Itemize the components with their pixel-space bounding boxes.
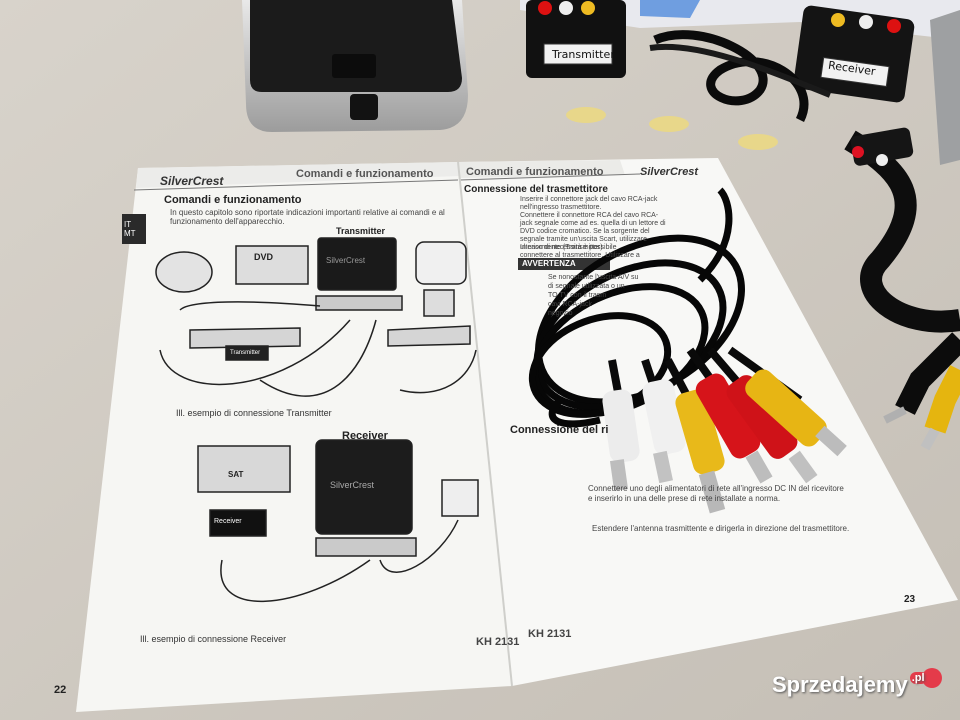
rca-plugs (602, 346, 847, 514)
receiver-title: Receiver (342, 430, 388, 442)
watermark-name: Sprzedajemy (772, 672, 908, 697)
dvd-label: DVD (254, 252, 274, 262)
left-intro: In questo capitolo sono riportate indica… (170, 208, 445, 226)
diagram-transmitter-box: Transmitter (230, 350, 261, 356)
warning-line-1: Se nonostante l'uscita A/V su (548, 274, 639, 281)
warning-line-4: cavi RCA-jack (548, 301, 592, 308)
warning-line-5: negozio (548, 310, 573, 317)
caption-receiver: Ill. esempio di connessione Receiver (140, 634, 287, 644)
right-bullet-1: Inserire il connettore jack del cavo RCA… (520, 196, 658, 211)
right-page-number: 23 (904, 594, 916, 605)
right-header: Comandi e funzionamento (466, 166, 604, 178)
right-bullet-5: Estendere l'antenna trasmittente e dirig… (592, 524, 850, 533)
connection-diagram-receiver (197, 439, 479, 602)
transmitter-title: Transmitter (336, 226, 386, 236)
receiver-device-brand: SilverCrest (330, 480, 375, 490)
left-page-number: 22 (54, 684, 67, 696)
left-header: Comandi e funzionamento (296, 168, 434, 180)
right-bullet-3: In caso di necessità è possibile connett… (520, 244, 640, 267)
transmitter-device-brand: SilverCrest (326, 256, 366, 265)
left-section-title: Comandi e funzionamento (164, 194, 302, 206)
transmitter-adapter-label: Transmitter (552, 48, 615, 61)
right-section2-title: Connessione del ri (510, 424, 609, 436)
right-bullet-2: Connettere il connettore RCA del cavo RC… (520, 212, 666, 251)
scart-receiver (793, 5, 915, 103)
watermark-suffix: .pl (909, 672, 927, 684)
watermark-badge (922, 668, 942, 688)
dock-station (242, 0, 468, 132)
left-footer-model: KH 2131 (476, 636, 520, 648)
left-brand: SilverCrest (160, 174, 224, 188)
watermark-text: Sprzedajemy.pl (772, 672, 927, 698)
right-brand: SilverCrest (640, 166, 699, 178)
connection-diagram-transmitter (155, 237, 477, 397)
language-tab: IT MT (124, 220, 136, 238)
right-section-title: Connessione del trasmettitore (464, 184, 608, 195)
warning-line-3: TO TV con il trasm (548, 292, 607, 299)
sat-label: SAT (228, 470, 244, 479)
diagram-receiver-box: Receiver (214, 518, 242, 525)
right-bullet-4: Connettere uno degli alimentatori di ret… (588, 484, 844, 503)
warning-label: AVVERTENZA (522, 259, 576, 268)
caption-transmitter: Ill. esempio di connessione Transmitter (176, 408, 332, 418)
warning-line-2: di segnale utilizzata o un (548, 283, 625, 290)
right-footer-model: KH 2131 (528, 628, 572, 640)
scart-transmitter (526, 0, 626, 78)
